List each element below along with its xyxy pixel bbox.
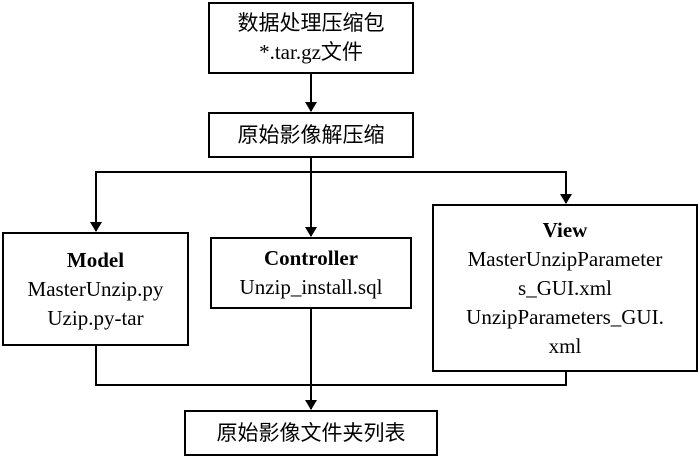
node-model-line-2: Uzip.py-tar bbox=[47, 305, 144, 330]
node-output-label: 原始影像文件夹列表 bbox=[216, 420, 406, 445]
node-input-line-2: *.tar.gz文件 bbox=[259, 40, 363, 64]
node-model: Model MasterUnzip.py Uzip.py-tar bbox=[2, 232, 189, 346]
node-view: View MasterUnzipParameter s_GUI.xml Unzi… bbox=[432, 204, 698, 372]
node-input-line-1: 数据处理压缩包 bbox=[237, 11, 385, 35]
node-controller-line-1: Unzip_install.sql bbox=[239, 275, 383, 299]
node-input-archive: 数据处理压缩包 *.tar.gz文件 bbox=[208, 2, 414, 74]
node-view-line-2: s_GUI.xml bbox=[518, 275, 612, 300]
node-controller: Controller Unzip_install.sql bbox=[210, 237, 412, 309]
node-model-title: Model bbox=[66, 247, 125, 272]
node-unzip: 原始影像解压缩 bbox=[208, 112, 414, 158]
node-output: 原始影像文件夹列表 bbox=[184, 410, 438, 456]
node-model-line-1: MasterUnzip.py bbox=[27, 276, 164, 301]
node-view-line-3: UnzipParameters_GUI. bbox=[466, 304, 664, 329]
node-unzip-label: 原始影像解压缩 bbox=[237, 122, 385, 147]
node-view-title: View bbox=[542, 217, 588, 242]
node-controller-title: Controller bbox=[263, 246, 359, 270]
node-view-line-4: xml bbox=[548, 333, 582, 358]
node-view-line-1: MasterUnzipParameter bbox=[467, 246, 663, 271]
